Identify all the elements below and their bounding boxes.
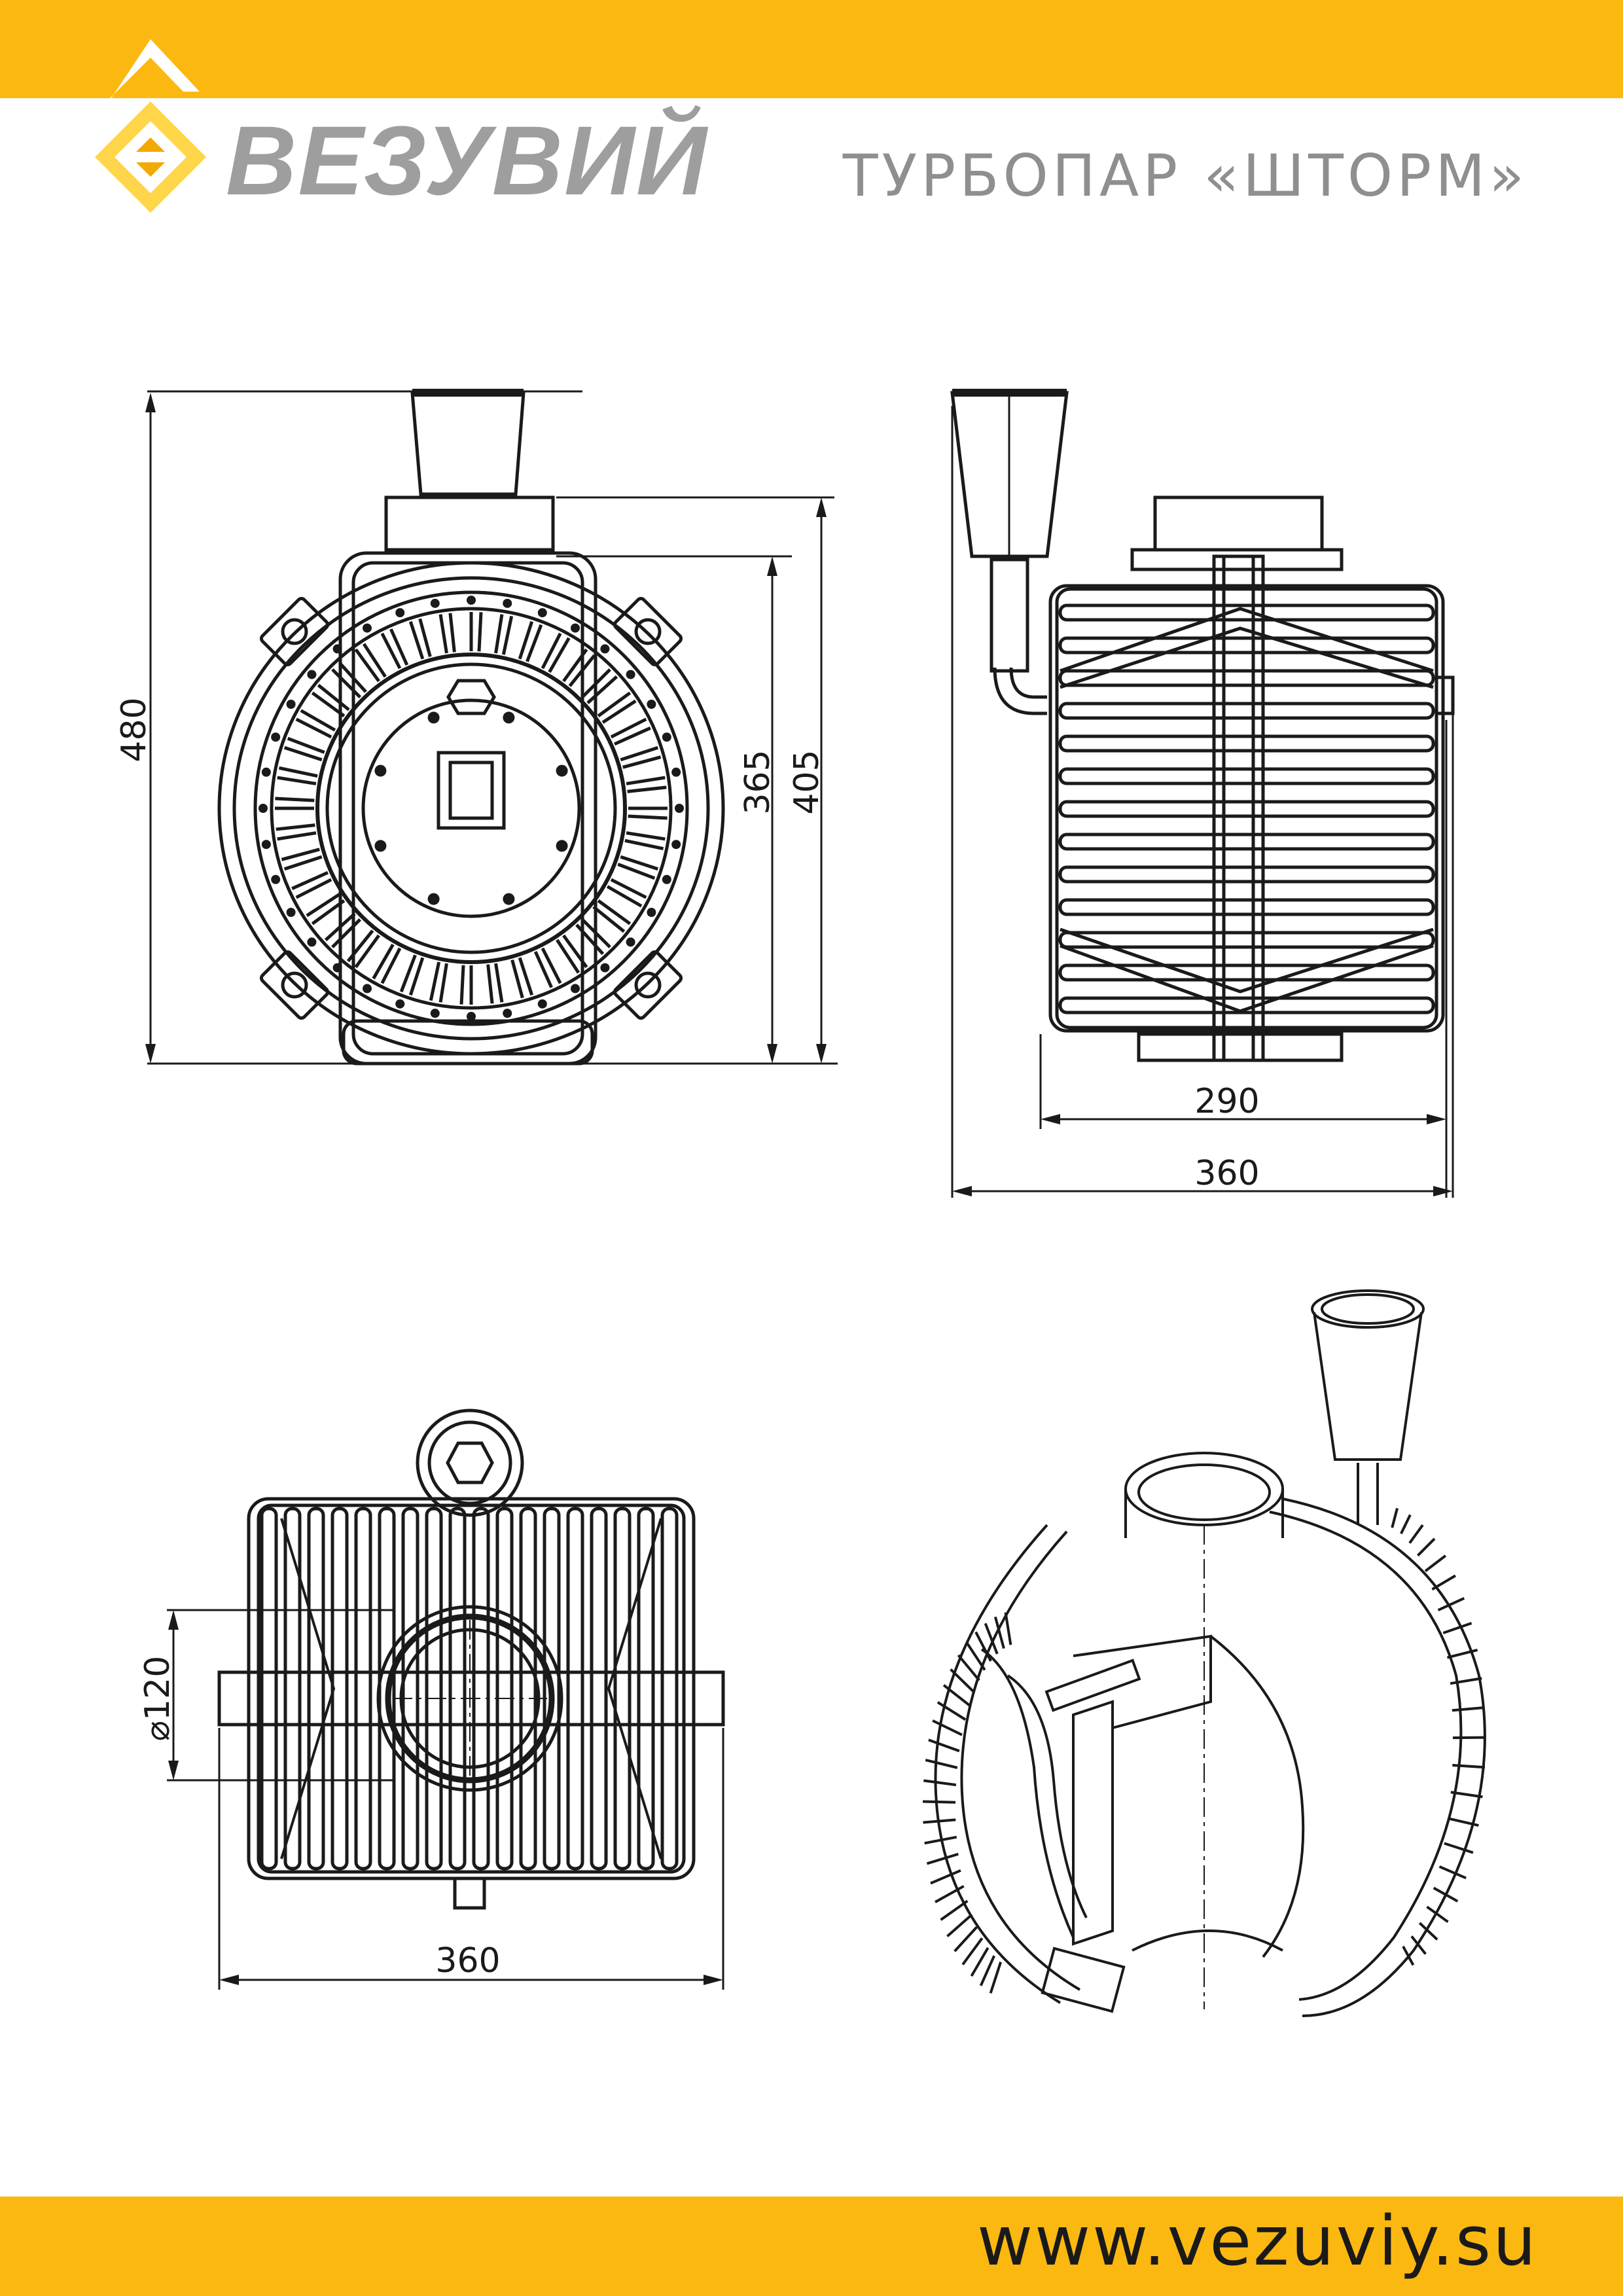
isometric-cutaway-drawing [922,1289,1486,2017]
dim-365: 365 [738,749,777,814]
bottom-footer-band [0,2197,1623,2296]
dim-diameter-120: ⌀120 [138,1656,177,1742]
top-header-band [0,0,1623,98]
top-view-drawing [217,1408,725,1910]
dim-480: 480 [115,697,154,762]
dim-405: 405 [787,749,827,814]
vezuviy-logo-icon [85,39,206,213]
side-view-drawing [950,389,1455,1062]
front-view-drawing [217,389,725,1066]
dim-360-top: 360 [435,1941,500,1981]
website-url[interactable]: www.vezuviy.su [976,2201,1538,2281]
dim-360-side: 360 [1194,1154,1259,1193]
dim-290: 290 [1194,1082,1259,1121]
brand-name: ВЕЗУВИЙ [226,105,708,215]
product-title: ТУРБОПАР «ШТОРМ» [842,142,1528,209]
